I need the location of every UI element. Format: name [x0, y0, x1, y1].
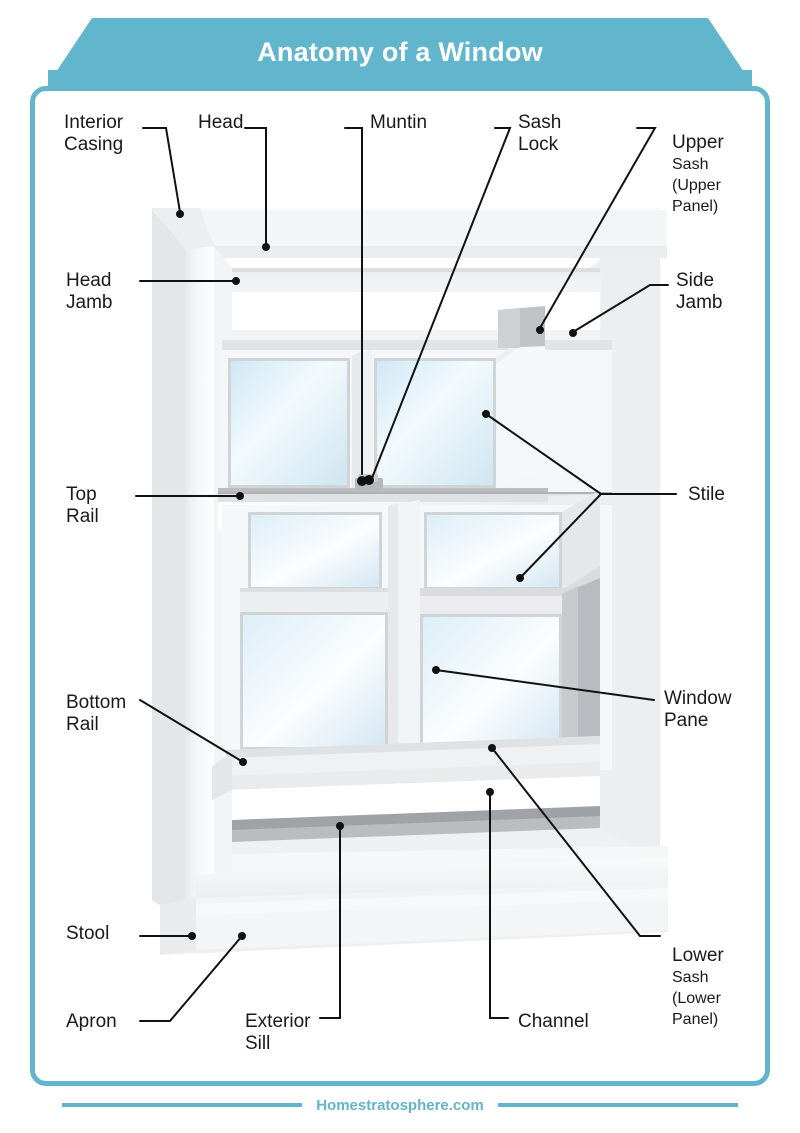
footer-rule-left: [62, 1103, 303, 1107]
footer-site-name: Homestratosphere.com: [316, 1096, 484, 1114]
header-banner: Anatomy of a Window: [0, 0, 800, 96]
footer: Homestratosphere.com: [0, 1090, 800, 1120]
label-stile: Stile: [688, 484, 725, 505]
upper-sash: [218, 306, 612, 506]
lower-sash: [212, 490, 612, 800]
page-title: Anatomy of a Window: [257, 37, 543, 67]
window-pane-lower-right-lower: [423, 617, 559, 747]
window-pane-lower-left-lower: [243, 615, 385, 747]
label-upper-sash: Upper Sash (Upper Panel): [672, 110, 724, 239]
window-pane-upper-right: [377, 361, 493, 485]
label-head: Head: [198, 112, 244, 133]
label-top-rail: Top Rail: [66, 484, 99, 527]
window-pane-lower-right-upper: [427, 515, 559, 587]
footer-rule-right: [497, 1103, 738, 1107]
label-lower-sash: Lower Sash (Lower Panel): [672, 923, 724, 1052]
label-upper-sash-sub: Sash (Upper Panel): [672, 156, 721, 215]
label-apron: Apron: [66, 1011, 117, 1032]
label-lower-sash-sub: Sash (Lower Panel): [672, 969, 721, 1028]
label-stool: Stool: [66, 923, 110, 944]
leader-lines: [135, 127, 677, 1022]
leader-endpoints: [176, 210, 577, 940]
label-muntin: Muntin: [370, 112, 428, 133]
label-channel: Channel: [518, 1011, 589, 1032]
interior-casing-left: [152, 208, 232, 922]
label-interior-casing: Interior Casing: [64, 112, 124, 155]
content-card-border: [30, 86, 770, 1086]
label-exterior-sill: Exterior Sill: [245, 1011, 311, 1054]
window-pane-lower-left-upper: [251, 515, 379, 587]
banner-shape: [48, 18, 752, 86]
label-bottom-rail: Bottom Rail: [66, 692, 127, 735]
label-window-pane: Window Pane: [664, 688, 732, 731]
label-lower-sash-main: Lower: [672, 945, 724, 966]
label-head-jamb: Head Jamb: [66, 270, 113, 313]
label-sash-lock: Sash Lock: [518, 112, 562, 155]
label-side-jamb: Side Jamb: [676, 270, 723, 313]
label-upper-sash-main: Upper: [672, 132, 724, 153]
window-pane-upper-left: [231, 361, 347, 485]
stool: [196, 858, 668, 898]
sill-assembly: [160, 776, 668, 955]
